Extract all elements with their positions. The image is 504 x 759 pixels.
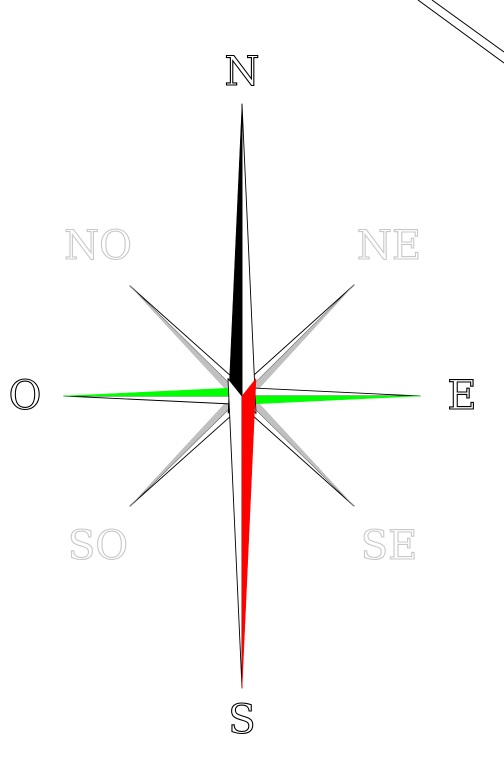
needle-south [227,377,257,689]
needle-south-filled-half [241,377,257,689]
label-northwest: NO [64,223,133,269]
needle-south-outline-half [227,378,243,689]
needle-west-filled-half [63,386,254,397]
label-north: N [224,49,260,95]
corner-double-line [417,0,504,64]
label-southeast: SE [360,523,418,569]
needle-west-outline-half [63,395,254,406]
needle-north [227,103,257,415]
label-south: S [228,697,257,743]
label-southwest: SO [67,523,129,569]
needle-east-filled-half [230,395,421,406]
needle-east-outline-half [230,386,421,397]
label-west: O [8,373,42,419]
needle-west [63,386,254,406]
label-east: E [447,373,477,419]
label-northeast: NE [356,223,422,269]
needle-north-outline-half [241,103,257,414]
needle-east [230,386,421,406]
needle-north-filled-half [227,103,243,415]
compass-needles [63,103,421,689]
